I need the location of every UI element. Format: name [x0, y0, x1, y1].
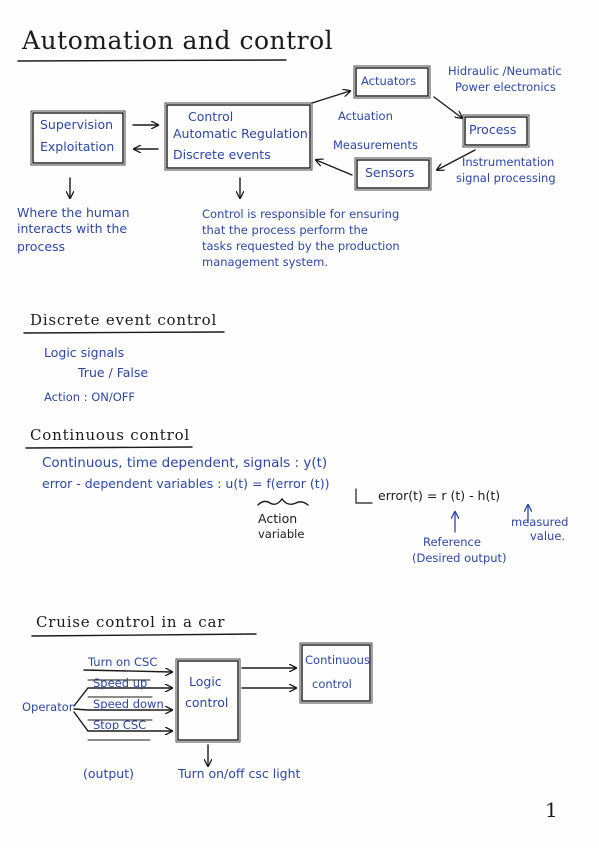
measurements-label: Measurements [333, 138, 418, 152]
input-speed-down: Speed down [93, 697, 164, 711]
note-control-line4: management system. [202, 255, 328, 269]
title-underline [17, 59, 287, 62]
page-number: 1 [545, 798, 558, 822]
output-text: Turn on/off csc light [178, 766, 301, 781]
continuous-box [301, 644, 371, 702]
signal-processing-label: signal processing [456, 171, 556, 185]
discrete-underline [23, 331, 225, 334]
error-hook [355, 488, 373, 504]
note-control-line2: that the process perform the [202, 223, 368, 237]
note-human-line2: interacts with the [17, 221, 128, 236]
supervision-box [32, 112, 124, 164]
page-title: Automation and control [22, 26, 334, 55]
continuous-line1: Continuous, time dependent, signals : y(… [42, 455, 328, 471]
logic-box [177, 660, 239, 741]
logic-signals: Logic signals [44, 345, 125, 360]
reference-label: Reference [423, 535, 481, 549]
sensors-label: Sensors [365, 165, 415, 180]
input-arrow-2 [73, 688, 172, 707]
arrow-sens-to-ctrl [316, 160, 353, 176]
value-label: value. [530, 529, 566, 543]
operator-label: Operator [22, 700, 74, 714]
input-arrow-1 [83, 670, 172, 672]
arrow-ctrl-to-act [311, 91, 350, 104]
supervision-label: Supervision [40, 117, 114, 132]
exploitation-label: Exploitation [40, 139, 115, 154]
control-box [166, 104, 311, 169]
action-brace [257, 497, 309, 506]
error-equation: error(t) = r (t) - h(t) [378, 488, 501, 503]
true-false: True / False [78, 365, 149, 380]
arrow-act-to-proc [433, 96, 462, 118]
cruise-underline [31, 633, 257, 637]
input-speed-up: Speed up [93, 676, 148, 690]
continuous-line2: error - dependent variables : u(t) = f(e… [42, 476, 330, 491]
logic-label: Logic [189, 674, 222, 689]
cruise-heading: Cruise control in a car [36, 613, 226, 631]
input-stop: Stop CSC [93, 718, 147, 732]
instrumentation-label: Instrumentation [462, 155, 555, 169]
variable-label: variable [258, 527, 305, 541]
action-on-off: Action : ON/OFF [44, 390, 136, 404]
discrete-events-label: Discrete events [173, 147, 271, 162]
discrete-heading: Discrete event control [30, 311, 218, 329]
actuation-label: Actuation [338, 109, 393, 123]
actuators-box [355, 67, 429, 97]
continuous-box-control: control [312, 677, 352, 691]
automatic-regulation-label: Automatic Regulation [173, 126, 308, 141]
desired-output-label: (Desired output) [412, 551, 507, 565]
arrow-proc-to-sens [437, 149, 476, 170]
note-human-line1: Where the human [17, 205, 130, 220]
continuous-box-label: Continuous [305, 653, 370, 667]
measured-label: measured [511, 515, 569, 529]
process-label: Process [469, 122, 517, 137]
actuators-label: Actuators [361, 74, 417, 88]
logic-control-label: control [185, 695, 229, 710]
input-arrow-3 [73, 709, 172, 710]
note-control-line1: Control is responsible for ensuring [202, 207, 400, 221]
continuous-heading: Continuous control [30, 426, 190, 444]
sensors-box [356, 159, 430, 189]
hydraulic-label: Hidraulic /Neumatic [448, 64, 562, 78]
note-control-line3: tasks requested by the production [202, 239, 400, 253]
output-label: (output) [83, 766, 134, 781]
continuous-underline [25, 446, 193, 449]
power-electronics-label: Power electronics [455, 80, 556, 94]
input-arrow-4 [73, 711, 172, 731]
action-label: Action [258, 511, 298, 526]
input-turn-on: Turn on CSC [88, 655, 158, 669]
process-box [464, 116, 528, 146]
control-label: Control [188, 109, 234, 124]
note-human-line3: process [17, 239, 66, 254]
